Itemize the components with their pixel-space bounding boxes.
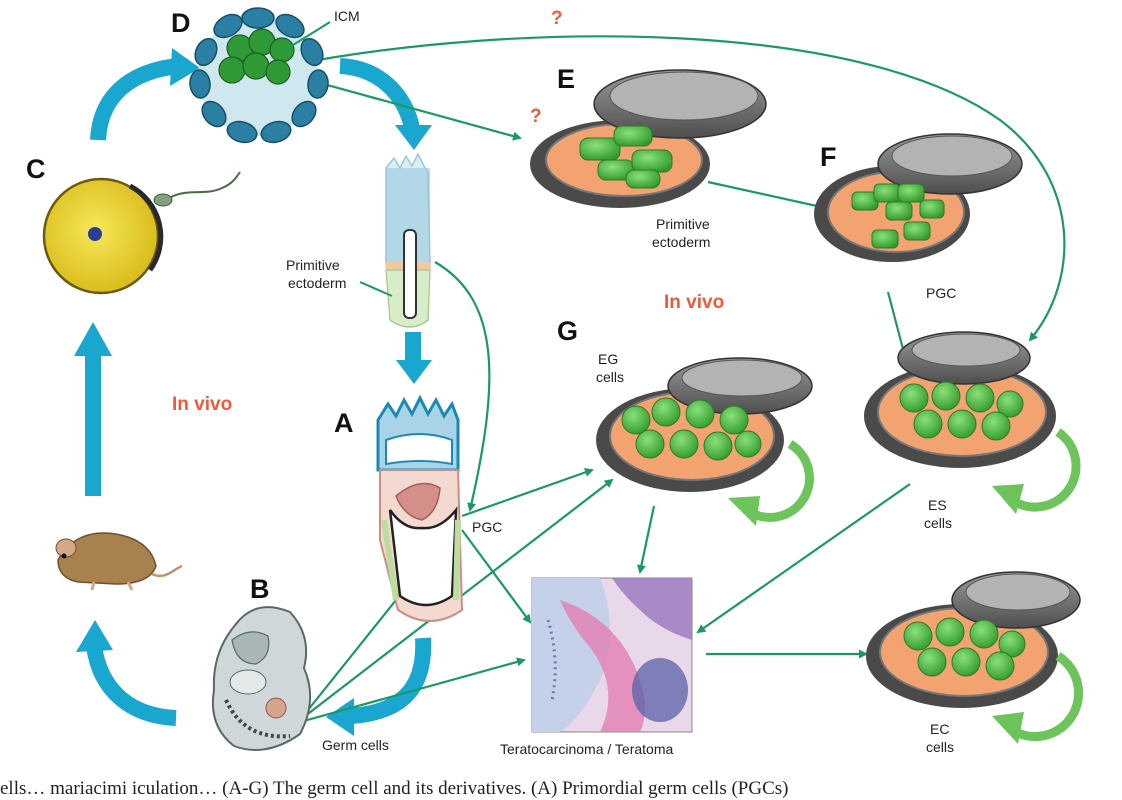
teratoma-histology [531, 577, 693, 733]
label-teratoma: Teratocarcinoma / Teratoma [500, 741, 673, 757]
mouse-embryo [211, 606, 312, 751]
label-es-cells-line1: ES [928, 497, 947, 513]
panel-letter-c: C [26, 154, 46, 184]
arrow-c-to-d-head [170, 48, 200, 86]
arrow-b-to-mouse-head [76, 620, 113, 652]
blastocyst [189, 7, 331, 144]
arrow-a-to-b-head [326, 698, 354, 736]
label-eg-cells-line1: EG [598, 351, 618, 367]
figure-caption-fragment: ells… mariacimi iculation… (A-G) The ger… [0, 778, 789, 799]
panel-letter-f: F [820, 142, 837, 172]
sperm-tail [170, 171, 241, 198]
arrow-b-to-mouse [86, 644, 177, 726]
label-primitive-ectoderm-left-line1: Primitive [286, 257, 340, 273]
label-primitive-ectoderm-left-line2: ectoderm [288, 275, 346, 291]
arrow-c-to-d [90, 58, 180, 141]
label-germ-cells: Germ cells [322, 737, 389, 753]
label-ec-cells-line2: cells [926, 739, 954, 755]
arrow-b-to-teratoma [299, 657, 526, 724]
label-eg-cells-line2: cells [596, 369, 624, 385]
gastrula-embryo [376, 394, 464, 622]
panel-letter-b: B [250, 574, 270, 604]
renewal-arrow-es [1009, 428, 1081, 512]
label-pgc-dish: PGC [926, 285, 956, 301]
label-es-cells-line2: cells [924, 515, 952, 531]
panel-letter-a: A [334, 408, 354, 438]
renewal-arrow-eg [747, 440, 814, 522]
label-in-vivo-left: In vivo [172, 394, 232, 415]
oocyte-nucleus [88, 227, 102, 241]
panel-letter-g: G [557, 316, 578, 346]
dish-eg [596, 357, 813, 492]
label-primitive-ectoderm-dish-line2: ectoderm [652, 234, 710, 250]
arrow-mouse-to-c-head [74, 322, 112, 356]
sperm-head [153, 193, 173, 207]
arrow-embryo-to-a-head [396, 360, 432, 384]
renewal-arrow-ec [1009, 652, 1084, 742]
oocyte-with-sperm [42, 171, 241, 295]
arrow-d-to-embryo [339, 58, 420, 130]
arrow-e-to-f [707, 180, 828, 211]
label-pgc-embryo: PGC [472, 519, 502, 535]
question-mark-top: ? [551, 8, 563, 29]
dish-f [814, 133, 1023, 262]
arrow-ectoderm-to-pgc [434, 261, 491, 512]
label-icm: ICM [334, 8, 360, 24]
inner-cell-mass [218, 28, 295, 85]
arrow-icm-to-es [284, 35, 1066, 342]
dish-ec [866, 571, 1081, 708]
arrow-a-to-b [351, 637, 432, 724]
dish-e [530, 69, 767, 208]
label-ec-cells-line1: EC [930, 721, 949, 737]
arrow-es-to-teratoma [696, 483, 911, 634]
panel-letter-d: D [171, 8, 191, 38]
egg-cylinder-embryo [359, 152, 431, 328]
label-primitive-ectoderm-dish-line1: Primitive [656, 216, 710, 232]
panel-letter-e: E [557, 64, 575, 94]
arrow-pgc-to-teratoma [461, 529, 532, 624]
arrow-pgc-to-eg [461, 468, 594, 518]
life-cycle-arrows [74, 48, 432, 736]
self-renewal-arrows [728, 428, 1084, 744]
question-mark-left: ? [530, 106, 542, 127]
arrow-eg-to-teratoma [637, 505, 656, 574]
arrow-d-to-embryo-head [395, 125, 432, 150]
adult-mouse [55, 532, 183, 591]
dish-es [864, 331, 1056, 468]
label-in-vivo-center: In vivo [664, 292, 724, 313]
